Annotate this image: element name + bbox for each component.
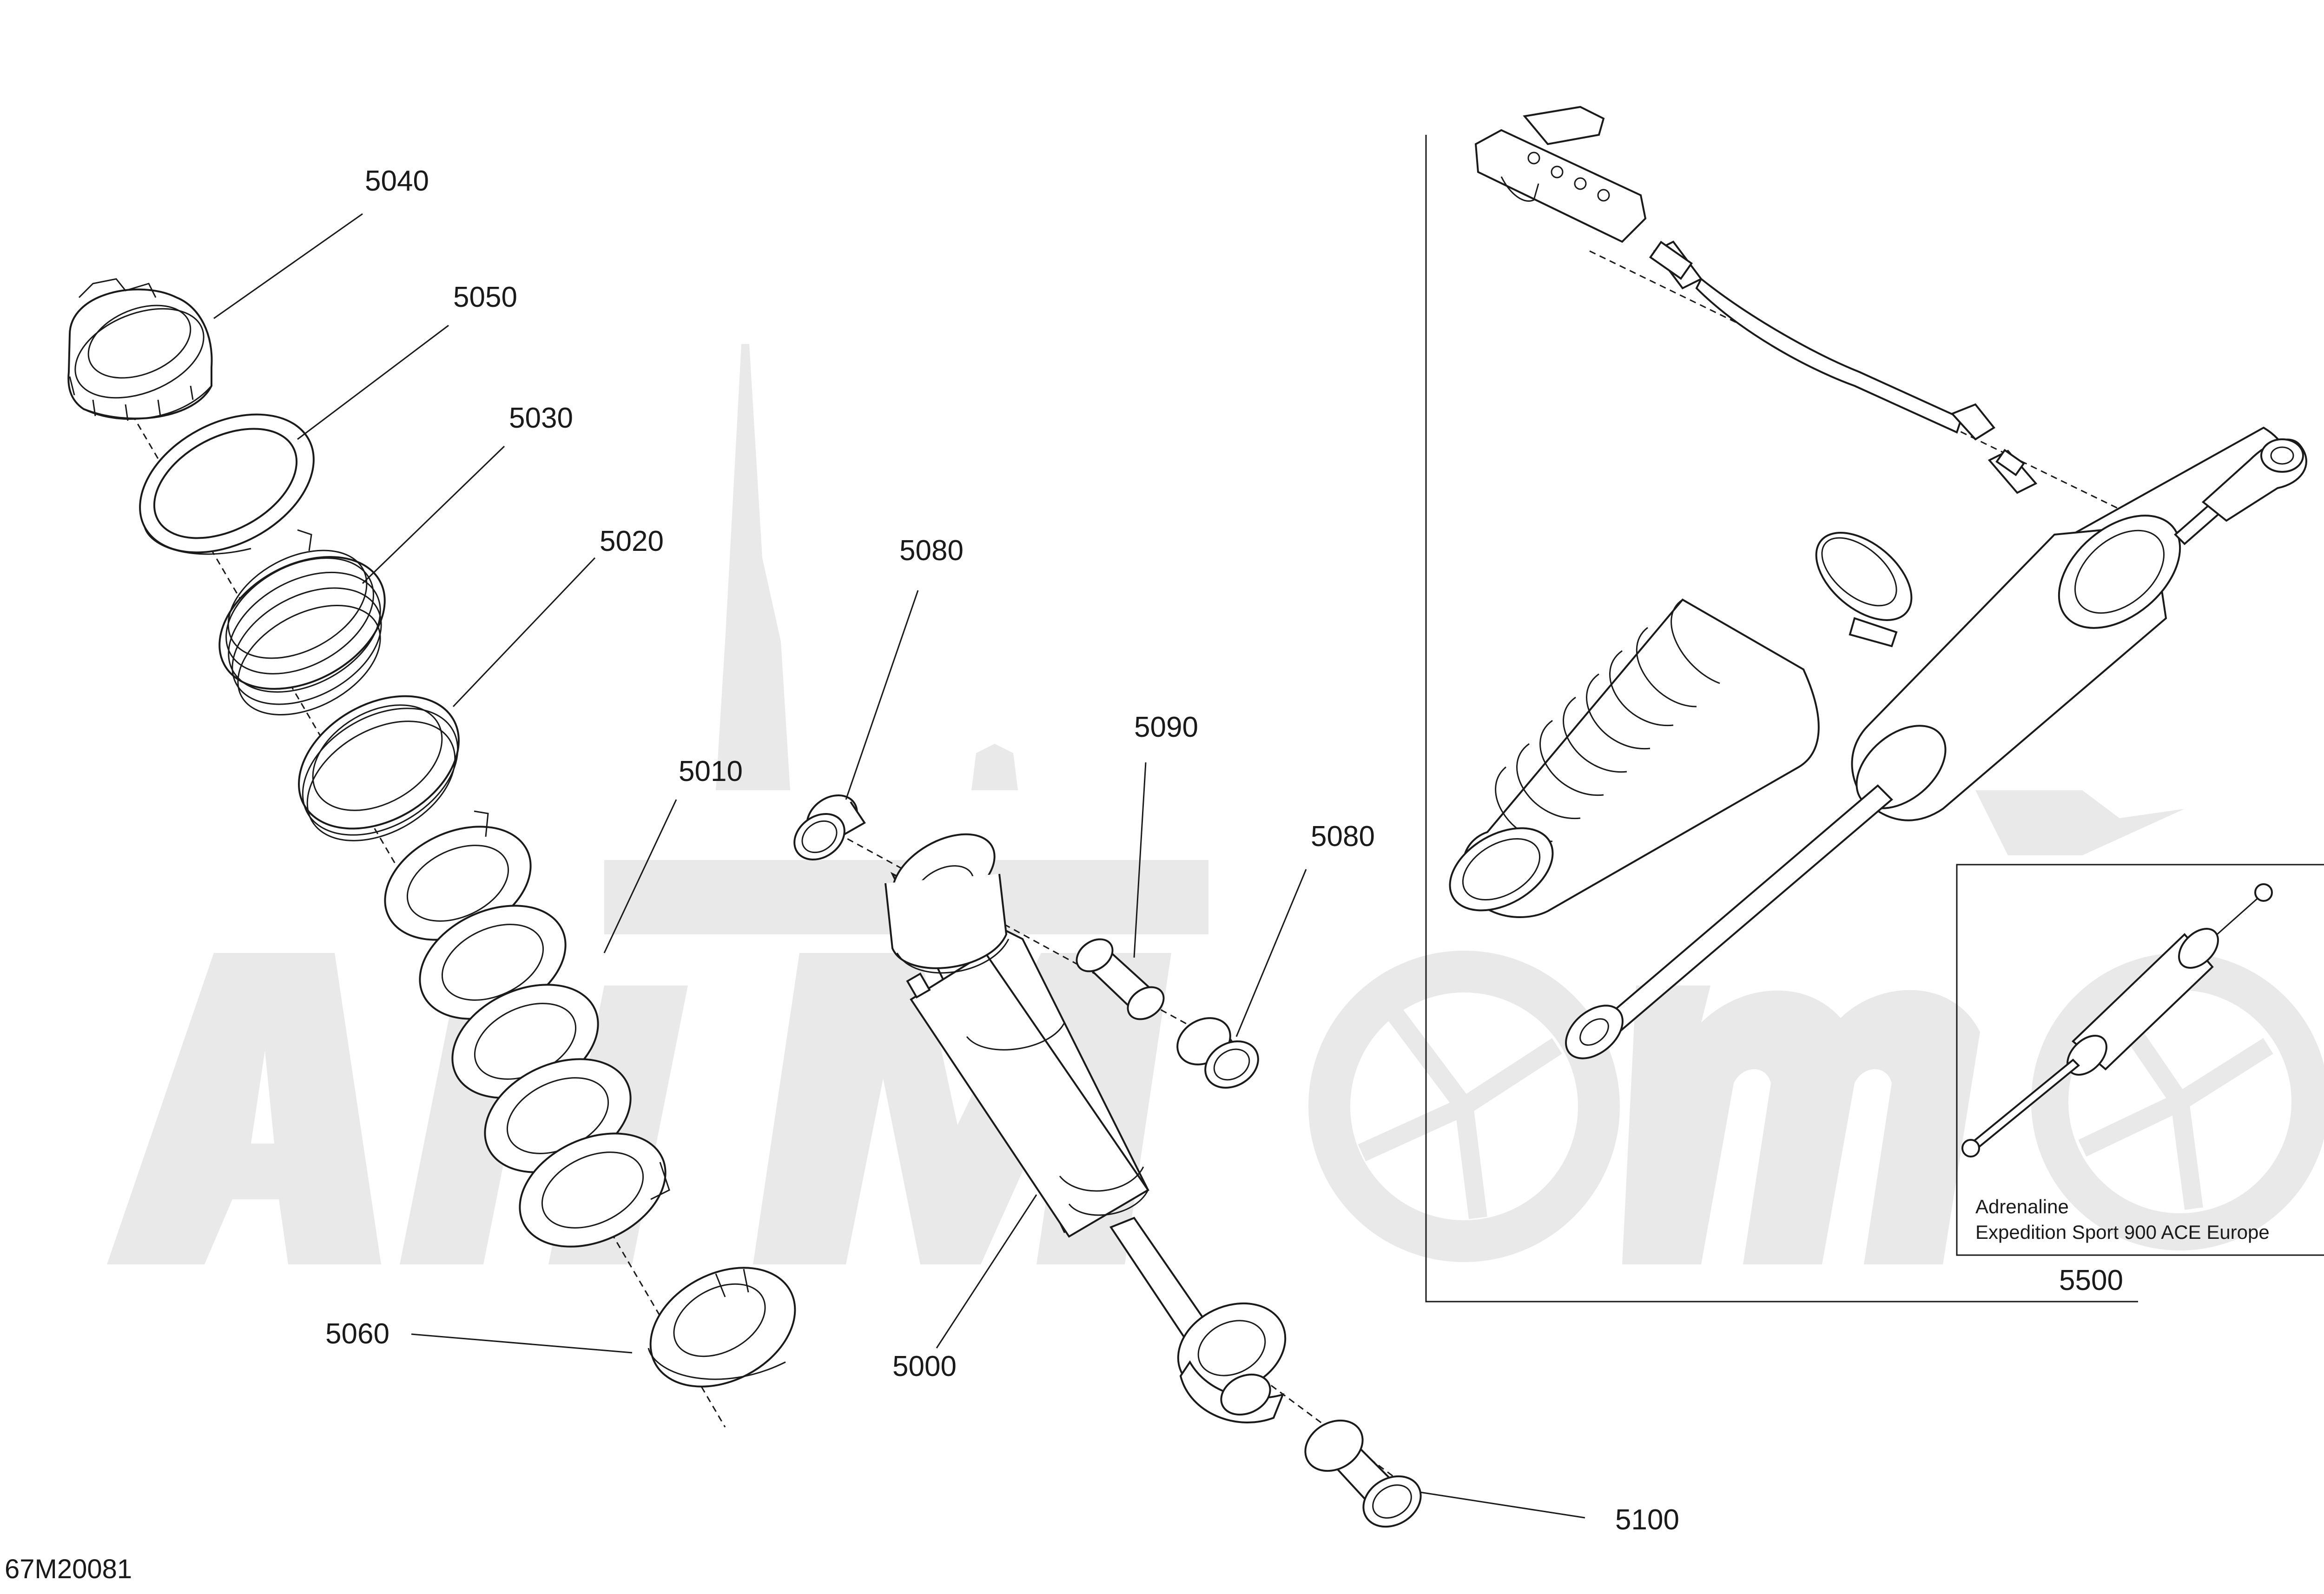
leader-5080-left <box>845 590 919 800</box>
part-5020-spring-seat <box>298 695 460 841</box>
inset-shock-thumbnail <box>1961 883 2273 1157</box>
part-5050-washer <box>139 413 315 555</box>
callout-5030: 5030 <box>509 402 573 434</box>
leader-5090 <box>1133 762 1147 958</box>
part-5080-bushing-right <box>1176 1017 1259 1089</box>
callout-5040: 5040 <box>365 165 429 197</box>
callout-5010: 5010 <box>679 755 743 787</box>
remote-bracket <box>1474 106 1647 243</box>
stack-axis <box>120 395 726 1428</box>
leader-lines <box>213 213 1585 1519</box>
watermark <box>107 339 2324 1264</box>
boot-clamp <box>1815 532 1913 648</box>
leader-5010 <box>603 799 677 953</box>
kit-5500-group: Adrenaline Expedition Sport 900 ACE Euro… <box>1425 106 2324 1303</box>
leader-5020 <box>452 557 596 708</box>
callout-5500: 5500 <box>2059 1264 2123 1296</box>
leader-5030 <box>362 445 505 584</box>
callout-5060: 5060 <box>325 1318 390 1350</box>
part-5060-collar <box>647 1267 796 1388</box>
callout-5050: 5050 <box>453 281 517 313</box>
leader-5060 <box>411 1333 633 1354</box>
spring-stack <box>67 278 796 1428</box>
leader-5040 <box>213 213 363 319</box>
kit-5500-frame <box>1425 135 2138 1303</box>
part-5080-bushing-left <box>793 794 866 861</box>
leader-5000 <box>936 1194 1037 1349</box>
callout-5090: 5090 <box>1134 711 1198 743</box>
kit-shock-body <box>1565 426 2307 1059</box>
bellows-boot <box>1449 598 1820 918</box>
part-5090-sleeve <box>1076 938 1165 1020</box>
lower-pin-axis <box>1208 1338 1409 1488</box>
callouts: 5040 5050 5030 5020 5010 5060 5080 5090 … <box>325 165 2123 1536</box>
part-5100-bushing <box>1304 1419 1422 1528</box>
callout-5020: 5020 <box>600 525 664 557</box>
leader-5080-right <box>1235 869 1307 1037</box>
leader-5050 <box>297 324 449 440</box>
inset-caption-line2: Expedition Sport 900 ACE Europe <box>1975 1221 2270 1243</box>
variant-inset: Adrenaline Expedition Sport 900 ACE Euro… <box>1956 864 2324 1256</box>
inset-caption-line1: Adrenaline <box>1975 1196 2069 1217</box>
callout-5080-left: 5080 <box>899 535 964 567</box>
part-5030-retainer <box>218 529 386 715</box>
document-id: 67M20081 <box>5 1554 132 1584</box>
part-5000-shock-body <box>885 833 1287 1423</box>
remote-hose <box>1649 240 2038 494</box>
callout-5000: 5000 <box>892 1350 957 1382</box>
variant-inset-frame <box>1956 864 2324 1256</box>
part-5010-coil-spring <box>384 810 670 1248</box>
callout-5080-right: 5080 <box>1311 820 1375 853</box>
part-5040-adjuster-ring <box>67 278 213 421</box>
shock-absorber-assembly <box>793 794 1422 1528</box>
leader-5100 <box>1419 1491 1585 1519</box>
callout-5100: 5100 <box>1615 1504 1679 1536</box>
